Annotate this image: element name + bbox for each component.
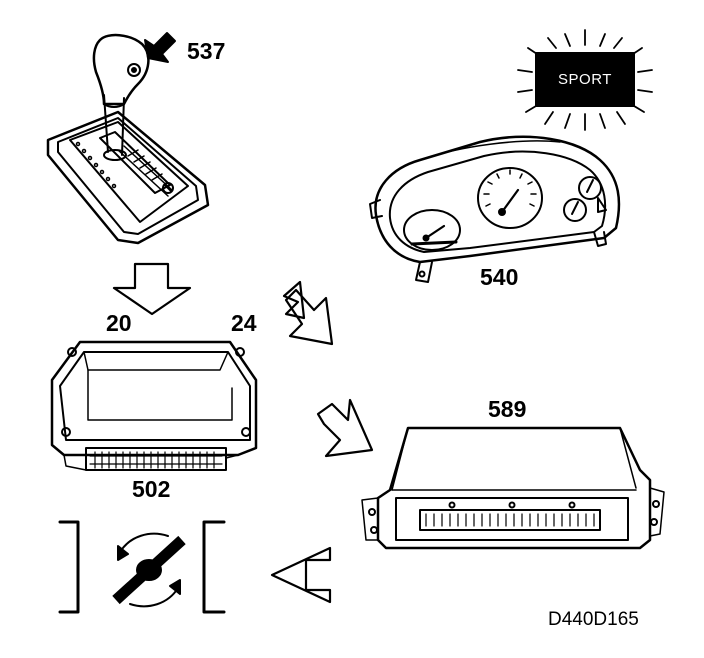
- sport-indicator-lamp: SPORT: [535, 52, 635, 107]
- label-502: 502: [132, 476, 171, 502]
- label-20: 20: [106, 310, 132, 336]
- ecm-module-illustration: [50, 340, 258, 471]
- drawing-reference: D440D165: [548, 609, 639, 630]
- label-589: 589: [488, 396, 527, 422]
- arrow-left: [270, 546, 332, 604]
- arrow-down: [112, 262, 192, 316]
- throttle-symbol: [58, 520, 226, 614]
- instrument-cluster-illustration: [369, 135, 621, 283]
- tcm-module-illustration: [361, 426, 665, 550]
- gear-selector-illustration: [46, 32, 210, 245]
- label-24: 24: [231, 310, 257, 336]
- arrow-right-down: [316, 398, 374, 458]
- arrow-up-right: [282, 280, 334, 346]
- label-540: 540: [480, 264, 519, 290]
- label-537: 537: [187, 38, 226, 64]
